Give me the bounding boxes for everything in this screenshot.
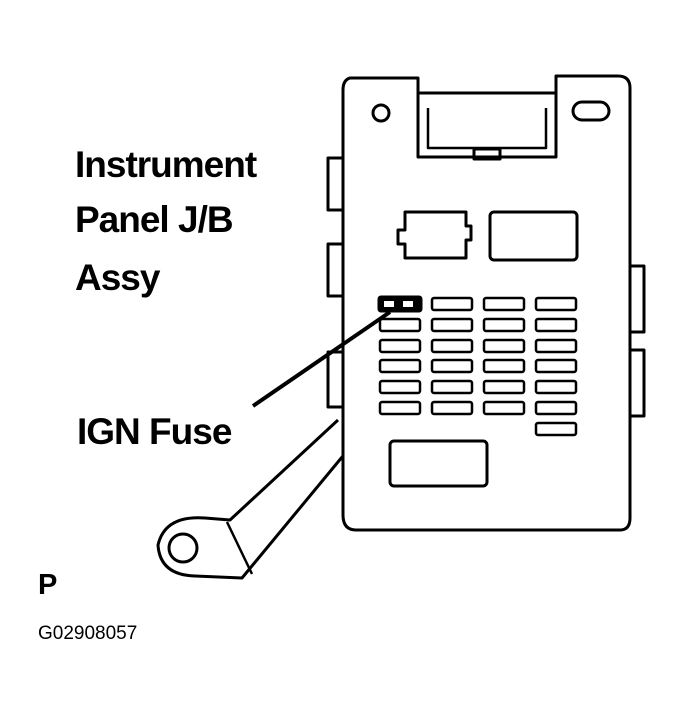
mounting-slot-right [571,100,611,122]
fuse-slot [482,400,526,416]
side-tab-left-3 [326,350,345,409]
relay-socket-right [488,210,579,262]
fuse-slot [378,400,422,416]
fuse-slot [378,338,422,354]
fuse-slot [534,379,578,395]
fuse-slot [534,338,578,354]
fuse-slot [482,317,526,333]
bracket-mounting-hole [167,532,199,564]
fuse-slot [482,338,526,354]
ign-fuse-leader-line [251,310,392,408]
ign-fuse-label: IGN Fuse [77,411,232,452]
fuse-slot [430,317,474,333]
fuse-slot [378,317,422,333]
side-tab-left-1 [326,156,345,212]
side-tab-right-1 [628,264,646,334]
fuse-slot [482,296,526,312]
fuse-slot [430,379,474,395]
side-tab-left-2 [326,242,345,298]
side-tab-right-2 [628,348,646,418]
ign-fuse-blade [403,301,413,307]
relay-socket-bottom [388,439,489,488]
fuse-slot [534,421,578,437]
mounting-hole-left [371,103,391,123]
assembly-label-line1: Instrument [75,144,257,185]
fuse-slot [482,379,526,395]
fuse-slot [534,358,578,374]
fuse-slot [430,296,474,312]
fuse-slot [534,317,578,333]
ign-fuse-highlight [377,295,423,313]
fuse-slot [430,400,474,416]
mounting-bracket [156,418,354,580]
assembly-label-line2: Panel J/B [75,199,233,240]
junction-block-body [341,74,632,532]
figure-code: G02908057 [38,623,137,644]
relay-socket-left [396,210,473,260]
fuse-slot [378,379,422,395]
fuse-slot [430,358,474,374]
assembly-label-line3: Assy [75,257,161,298]
ign-fuse-blade [384,301,394,307]
view-letter: P [38,569,57,601]
fuse-slot [482,358,526,374]
fuse-slot [430,338,474,354]
fuse-grid [378,296,578,437]
top-connector [416,93,558,161]
fuse-slot [534,296,578,312]
fuse-slot [378,358,422,374]
fuse-slot [534,400,578,416]
